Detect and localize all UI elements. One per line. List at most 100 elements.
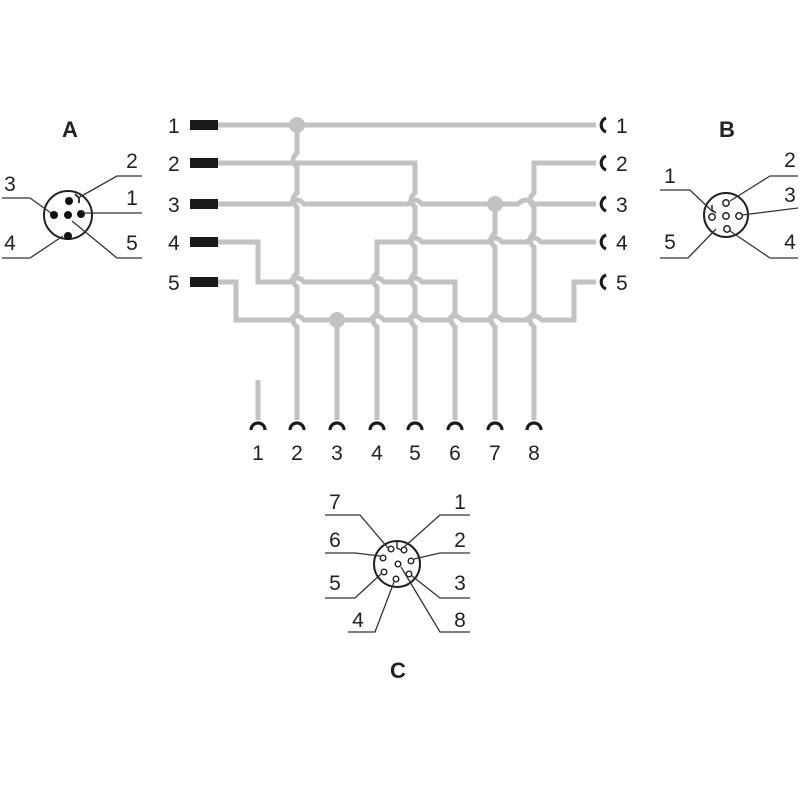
bottom-socket-7	[486, 421, 504, 431]
right-pin-label: 1	[616, 115, 628, 138]
leader-a-2	[77, 175, 142, 199]
connector-c: 1 2 3 8 7 6 5 4 C	[325, 491, 470, 683]
female-socket-2	[599, 154, 607, 172]
connector-c-pin-8	[394, 560, 402, 568]
connector-a-pin-2	[65, 197, 73, 205]
leader-a-5	[71, 220, 142, 259]
left-pin-label: 1	[168, 115, 180, 138]
connector-a-pin-label: 3	[4, 173, 16, 196]
bottom-pin-label: 3	[331, 442, 343, 465]
bottom-socket-5	[406, 421, 424, 431]
right-pin-label: 4	[616, 232, 628, 255]
leader-c-6	[325, 552, 381, 557]
connector-c-pin-7	[387, 545, 395, 553]
bottom-pin-label: 4	[371, 442, 383, 465]
connector-c-pin-label: 4	[352, 609, 364, 632]
junction-a3	[487, 196, 503, 212]
bottom-pin-label: 6	[449, 442, 461, 465]
connector-a-pin-label: 4	[4, 232, 16, 255]
connector-a-pin-label: 5	[126, 232, 138, 255]
bottom-pin-label: 7	[489, 442, 501, 465]
leader-c-7	[325, 514, 389, 549]
connector-b-pin-label: 2	[784, 149, 796, 172]
bottom-pin-label: 1	[252, 442, 264, 465]
connector-b-pin-label: 4	[784, 231, 796, 254]
right-pin-label: 2	[616, 153, 628, 176]
leader-c-4	[348, 581, 395, 633]
female-socket-5	[599, 273, 607, 291]
bottom-socket-6	[446, 421, 464, 431]
connector-a: A 2 1 5 3 4	[2, 117, 142, 259]
leader-c-5	[325, 573, 382, 599]
left-pin-label: 5	[168, 272, 180, 295]
bottom-socket-1	[249, 421, 267, 431]
leader-b-1	[660, 189, 714, 213]
female-socket-3	[599, 195, 607, 213]
connector-b-pin-3	[735, 212, 743, 220]
leader-c-2	[413, 552, 470, 560]
bottom-pin-label: 5	[409, 442, 421, 465]
connector-b-pin-1	[708, 213, 716, 221]
connector-b-pin-5	[722, 212, 730, 220]
leader-c-1	[403, 514, 470, 548]
connector-b-title: B	[719, 117, 735, 142]
connector-c-key	[396, 542, 402, 551]
leader-a-4	[2, 235, 64, 259]
connector-a-pin-3	[50, 211, 58, 219]
bottom-socket-4	[368, 421, 386, 431]
connector-a-pin-5	[64, 211, 72, 219]
connector-a-pin-label: 1	[126, 187, 138, 210]
bottom-socket-3	[328, 421, 346, 431]
left-pin-label: 3	[168, 194, 180, 217]
connector-c-pin-label: 6	[329, 529, 341, 552]
male-pin-1	[190, 120, 218, 130]
bottom-socket-ends: 1 2 3 4 5 6 7 8	[249, 421, 543, 465]
connector-b-pin-label: 5	[664, 231, 676, 254]
connector-c-pin-label: 2	[454, 529, 466, 552]
connector-c-pin-5	[380, 568, 388, 576]
connector-a-pin-4	[64, 232, 72, 240]
wires	[218, 117, 596, 420]
wire-a5-b5	[218, 279, 596, 323]
connector-b-pin-label: 1	[664, 165, 676, 188]
leader-c-8	[400, 566, 470, 633]
bottom-socket-8	[525, 421, 543, 431]
connector-c-pin-label: 5	[329, 572, 341, 595]
left-pin-label: 2	[168, 153, 180, 176]
connector-c-pin-6	[379, 554, 387, 562]
connector-c-pin-1	[400, 546, 408, 554]
leader-a-3	[2, 197, 52, 214]
male-pin-5	[190, 277, 218, 287]
left-pin-label: 4	[168, 232, 180, 255]
right-pin-label: 5	[616, 272, 628, 295]
right-pin-label: 3	[616, 194, 628, 217]
wire-b4-c4	[370, 235, 596, 420]
connector-b-key	[711, 205, 717, 214]
wire-a3-b3	[218, 197, 596, 207]
connector-a-pin-label: 2	[126, 150, 138, 173]
bottom-pin-label: 2	[291, 442, 303, 465]
junction-a1	[289, 117, 305, 133]
connector-b: B 1 5 2 3 4	[660, 117, 799, 259]
left-pin-ends: 1 2 3 4 5	[168, 115, 218, 295]
connector-c-pin-label: 7	[329, 491, 341, 514]
connector-a-pin-1	[77, 210, 85, 218]
connector-c-pin-label: 1	[454, 491, 466, 514]
male-pin-4	[190, 237, 218, 247]
connector-c-pin-3	[405, 570, 413, 578]
leader-b-4	[729, 230, 798, 259]
connector-c-pin-2	[407, 557, 415, 565]
connector-b-pin-4	[723, 225, 731, 233]
connector-c-title: C	[390, 658, 406, 683]
connector-c-pin-label: 3	[454, 572, 466, 595]
female-socket-1	[599, 116, 607, 134]
connector-b-pin-2	[722, 199, 730, 207]
connector-a-title: A	[62, 117, 78, 142]
leader-c-3	[411, 575, 470, 599]
leader-b-3	[741, 207, 799, 216]
right-socket-ends: 1 2 3 4 5	[599, 115, 628, 295]
wire-a1-c2	[290, 125, 300, 420]
connector-c-pin-4	[392, 575, 400, 583]
